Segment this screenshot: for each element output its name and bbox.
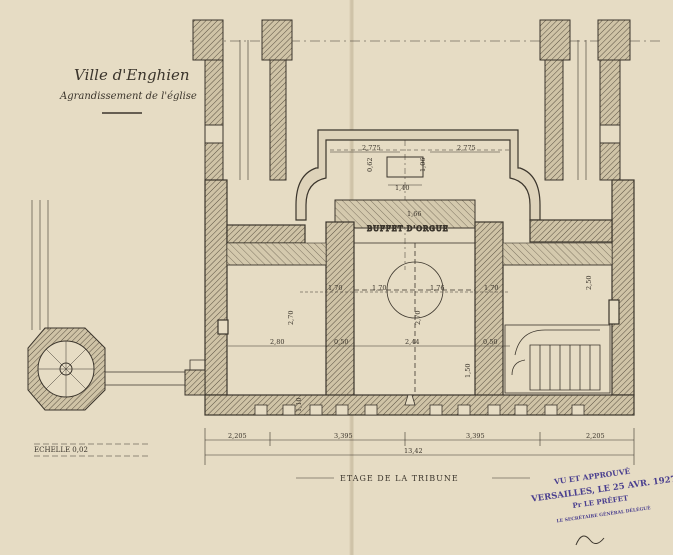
svg-text:0,62: 0,62 <box>366 158 374 172</box>
project-subtitle: Agrandissement de l'église <box>59 91 197 102</box>
svg-text:2,205: 2,205 <box>228 432 247 440</box>
bottom-dimension-chain: 2,205 3,395 3,395 2,205 13,42 <box>204 428 635 465</box>
city-title: Ville d'Enghien <box>74 66 190 84</box>
floor-title-text: ETAGE DE LA TRIBUNE <box>340 474 459 483</box>
title-block: Ville d'Enghien Agrandissement de l'égli… <box>59 66 197 114</box>
svg-text:2,50: 2,50 <box>585 276 593 290</box>
svg-text:2,44: 2,44 <box>405 338 419 346</box>
apse-dimensions: 2,775 2,775 0,62 1,06 1,40 1,66 <box>330 144 500 218</box>
left-tower-piers <box>192 19 293 181</box>
svg-text:2,80: 2,80 <box>270 338 284 346</box>
floor-title: ETAGE DE LA TRIBUNE <box>296 474 530 483</box>
svg-text:1,06: 1,06 <box>419 158 427 172</box>
scale-label: ECHELLE 0,02 <box>34 446 88 454</box>
svg-text:13,42: 13,42 <box>404 447 423 455</box>
svg-text:1,70: 1,70 <box>372 284 386 292</box>
organ-buffet: BUFFET D'ORGUE <box>334 199 476 234</box>
svg-text:2,70: 2,70 <box>414 311 422 325</box>
scale-block: ECHELLE 0,02 <box>34 443 148 457</box>
mid-dimensions: 1,70 1,70 1,76 1,70 2,70 2,50 2,70 <box>287 276 593 325</box>
svg-text:3,395: 3,395 <box>466 432 485 440</box>
bottom-buttresses <box>254 394 585 416</box>
svg-text:1,66: 1,66 <box>407 210 421 218</box>
svg-text:1,70: 1,70 <box>328 284 342 292</box>
left-stair-tower <box>27 200 206 411</box>
svg-text:2,205: 2,205 <box>586 432 605 440</box>
svg-text:0,50: 0,50 <box>483 338 497 346</box>
apse-outline <box>295 129 541 270</box>
svg-text:2,70: 2,70 <box>287 311 295 325</box>
organ-label: BUFFET D'ORGUE <box>367 225 449 233</box>
svg-text:1,50: 1,50 <box>464 364 472 378</box>
lower-dimensions: 2,80 0,50 2,44 0,50 1,50 1,10 <box>228 338 510 412</box>
svg-text:0,50: 0,50 <box>334 338 348 346</box>
central-circle <box>354 243 475 395</box>
svg-text:1,10: 1,10 <box>295 398 303 412</box>
svg-text:3,395: 3,395 <box>334 432 353 440</box>
signature <box>575 535 605 546</box>
right-staircase <box>504 324 611 394</box>
svg-text:2,775: 2,775 <box>457 144 476 152</box>
svg-text:1,76: 1,76 <box>430 284 444 292</box>
svg-text:2,775: 2,775 <box>362 144 381 152</box>
svg-text:1,40: 1,40 <box>395 184 409 192</box>
right-tower-piers <box>539 19 631 181</box>
svg-text:1,70: 1,70 <box>484 284 498 292</box>
